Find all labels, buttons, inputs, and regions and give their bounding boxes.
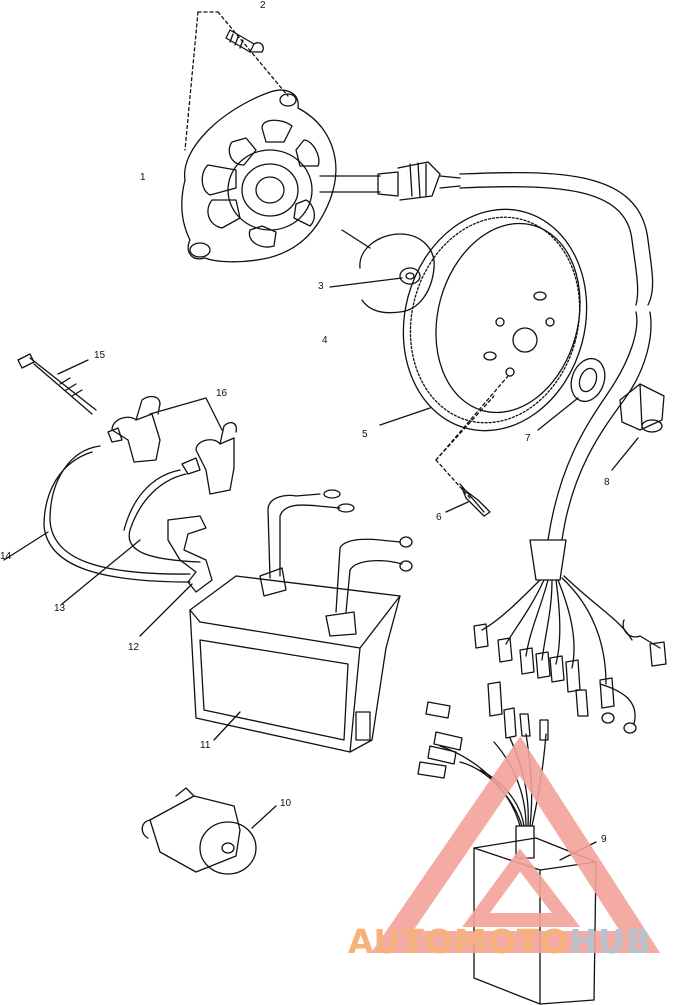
cdi-box-part-11 [189, 489, 413, 753]
stator-part-1 [181, 89, 381, 263]
spark-plug-caps-part-16 [107, 395, 237, 495]
callout-11: 11 [200, 740, 211, 751]
flywheel-part-5 [379, 208, 588, 432]
callout-4: 4 [322, 335, 328, 346]
callout-3: 3 [318, 281, 324, 292]
solenoid-part-10 [141, 787, 277, 875]
callout-1: 1 [140, 172, 146, 183]
bolt-part-15 [17, 353, 97, 415]
watermark-text: AUTOMOTOHUB [348, 922, 652, 961]
callout-15: 15 [94, 350, 106, 361]
watermark-logo [371, 736, 661, 953]
callout-7: 7 [525, 433, 531, 444]
washer-part-7 [537, 357, 606, 431]
hub-part-3 [329, 233, 435, 314]
callout-16: 16 [216, 388, 228, 399]
bracket-part-12 [139, 515, 213, 637]
wiring-harness-cable [459, 171, 654, 541]
sensor-part-8 [611, 383, 665, 471]
callout-10: 10 [280, 798, 292, 809]
ht-lead-part-13 [61, 469, 201, 605]
screw-part-2 [184, 11, 289, 151]
watermark-part1: AUTOMOTO [348, 922, 570, 961]
callout-14: 14 [0, 551, 12, 562]
bolt-part-6 [435, 375, 509, 517]
callout-13: 13 [54, 603, 66, 614]
callout-9: 9 [601, 834, 607, 845]
callout-12: 12 [128, 642, 140, 653]
watermark-part2: HUB [569, 922, 652, 961]
callout-8: 8 [604, 477, 610, 488]
ht-lead-part-14 [3, 445, 191, 583]
wire-connectors-bundle [473, 539, 667, 734]
callout-2: 2 [260, 0, 266, 11]
callout-6: 6 [436, 512, 442, 523]
wire-connector-top [377, 161, 461, 201]
callout-5: 5 [362, 429, 368, 440]
